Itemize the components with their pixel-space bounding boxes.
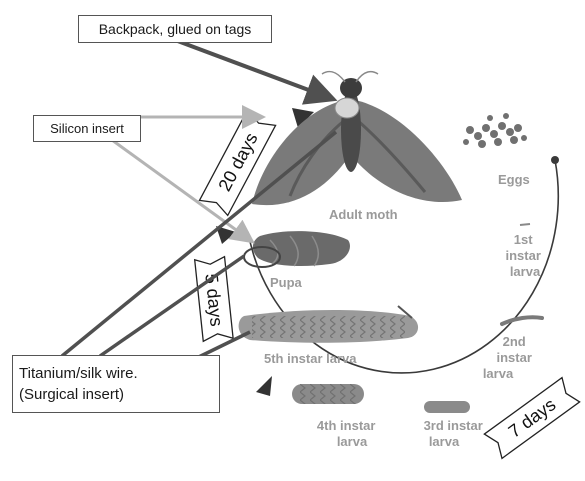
cycle-start-dot bbox=[551, 156, 559, 164]
stage-label-third-instar: 3rd instar larva bbox=[424, 418, 487, 449]
stage-label-pupa: Pupa bbox=[270, 275, 303, 290]
backpack-leader bbox=[175, 40, 330, 98]
duration-banner-larva: 7 days bbox=[484, 378, 579, 459]
stage-label-fifth-instar: 5th instar larva bbox=[264, 351, 357, 366]
callout-silicon-insert: Silicon insert bbox=[33, 115, 141, 142]
fourth-instar-line-1: 4th instar bbox=[317, 418, 376, 433]
third-instar-line-1: 3rd instar bbox=[424, 418, 483, 433]
stage-label-first-instar: 1st instar larva bbox=[505, 232, 544, 279]
adult-moth-illustration bbox=[252, 72, 462, 206]
callout-wire-line-2: (Surgical insert) bbox=[19, 384, 219, 405]
fourth-instar-line-2: larva bbox=[337, 434, 368, 449]
first-instar-line-3: larva bbox=[510, 264, 541, 279]
callout-backpack-tags: Backpack, glued on tags bbox=[78, 15, 272, 43]
second-instar-larva-illustration bbox=[502, 317, 542, 324]
second-instar-line-3: larva bbox=[483, 366, 514, 381]
stage-label-eggs: Eggs bbox=[498, 172, 530, 187]
first-instar-line-1: 1st bbox=[514, 232, 533, 247]
stage-label-adult-moth: Adult moth bbox=[329, 207, 398, 222]
callout-wire-line-1: Titanium/silk wire. bbox=[19, 363, 219, 384]
eggs-cluster bbox=[463, 113, 527, 148]
fourth-instar-larva-illustration bbox=[292, 384, 364, 404]
callout-titanium-wire: Titanium/silk wire. (Surgical insert) bbox=[12, 355, 220, 413]
stage-label-fourth-instar: 4th instar larva bbox=[317, 418, 379, 449]
first-instar-larva-illustration bbox=[520, 224, 530, 225]
cycle-arrowhead-larva bbox=[256, 376, 272, 396]
second-instar-line-2: instar bbox=[496, 350, 531, 365]
fifth-instar-larva-illustration bbox=[239, 306, 418, 343]
second-instar-line-1: 2nd bbox=[503, 334, 526, 349]
third-instar-line-2: larva bbox=[429, 434, 460, 449]
pupa-illustration bbox=[244, 231, 350, 267]
first-instar-line-2: instar bbox=[505, 248, 540, 263]
third-instar-larva-illustration bbox=[424, 401, 470, 413]
